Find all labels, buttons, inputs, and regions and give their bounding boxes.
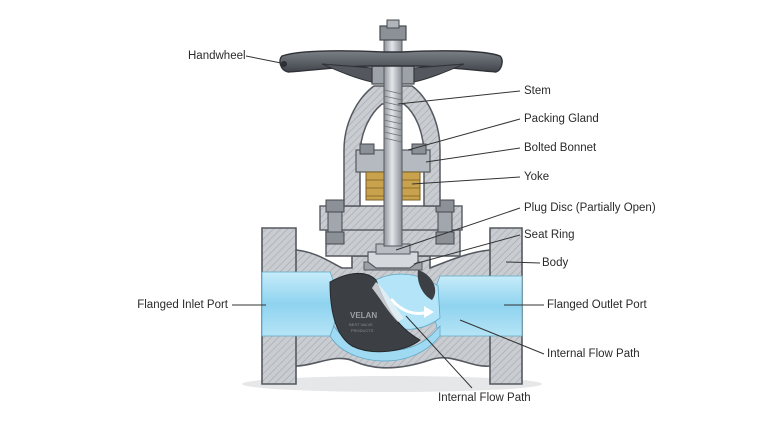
body-cavity [329, 273, 421, 353]
label-plug-disc: Plug Disc (Partially Open) [524, 202, 656, 214]
label-flanged-inlet-port: Flanged Inlet Port [137, 299, 228, 311]
label-internal-flow-path-bottom: Internal Flow Path [438, 392, 531, 404]
leader-flow-bottom [405, 315, 473, 389]
leader-bolted-bonnet [425, 147, 521, 163]
ground-shadow [242, 376, 542, 392]
label-flanged-outlet-port: Flanged Outlet Port [547, 299, 647, 311]
leader-seat-ring [413, 234, 521, 265]
label-bolted-bonnet: Bolted Bonnet [524, 142, 597, 154]
logo-line-1: BEST VALVE [349, 322, 373, 327]
label-handwheel: Handwheel [188, 50, 246, 62]
logo-line-2: PRODUCTS [351, 328, 374, 333]
seat-and-disc [363, 243, 423, 271]
stem [379, 19, 407, 247]
leader-yoke [411, 176, 521, 185]
label-stem: Stem [524, 85, 551, 97]
leader-packing-gland [407, 118, 521, 151]
label-body: Body [542, 257, 569, 269]
logo-brand: VELAN [350, 311, 377, 320]
leader-stem [397, 90, 521, 105]
leader-body [505, 261, 541, 264]
leader-lines [232, 55, 545, 389]
label-packing-gland: Packing Gland [524, 113, 599, 125]
label-yoke: Yoke [524, 171, 550, 183]
leader-plug-disc [395, 207, 521, 251]
label-seat-ring: Seat Ring [524, 229, 575, 241]
leader-flow-right [459, 319, 545, 355]
handwheel [279, 50, 503, 83]
label-internal-flow-path-right: Internal Flow Path [547, 348, 640, 360]
leader-handwheel [245, 55, 287, 65]
brand-logo: VELAN BEST VALVE PRODUCTS [349, 311, 377, 333]
